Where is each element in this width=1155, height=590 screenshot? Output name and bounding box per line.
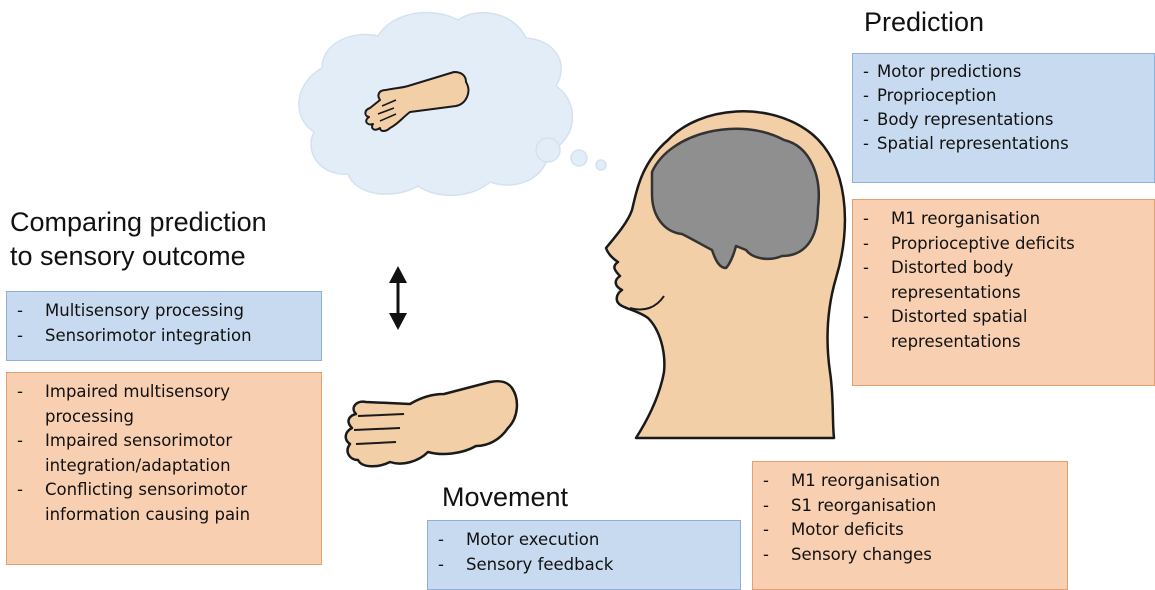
list-item: Impaired sensorimotor integration/adapta… bbox=[45, 429, 311, 478]
prediction-orange-box: M1 reorganisation Proprioceptive deficit… bbox=[852, 199, 1155, 386]
list-item: Proprioception bbox=[877, 84, 1144, 108]
comparing-blue-box: Multisensory processing Sensorimotor int… bbox=[6, 291, 322, 361]
movement-heading: Movement bbox=[442, 481, 568, 513]
list-item: Spatial representations bbox=[877, 132, 1144, 156]
list-item: Motor deficits bbox=[791, 518, 1057, 543]
list-item: Sensory changes bbox=[791, 543, 1057, 568]
comparing-orange-box: Impaired multisensory processing Impaire… bbox=[6, 372, 322, 565]
list-item: M1 reorganisation bbox=[791, 469, 1057, 494]
list-item: Sensory feedback bbox=[466, 553, 730, 578]
list-item: Impaired multisensory processing bbox=[45, 380, 311, 429]
double-arrow-icon bbox=[389, 266, 407, 330]
comparing-heading-line1: Comparing prediction bbox=[10, 206, 267, 238]
list-item: Body representations bbox=[877, 108, 1144, 132]
movement-blue-box: Motor execution Sensory feedback bbox=[427, 520, 741, 590]
list-item: Distorted spatial representations bbox=[891, 305, 1144, 354]
thought-bubble-medium bbox=[571, 150, 587, 166]
list-item: Motor execution bbox=[466, 528, 730, 553]
list-item: Multisensory processing bbox=[45, 299, 311, 324]
list-item: Sensorimotor integration bbox=[45, 324, 311, 349]
movement-orange-box: M1 reorganisation S1 reorganisation Moto… bbox=[752, 461, 1068, 590]
real-hand-icon bbox=[346, 381, 517, 466]
list-item: Motor predictions bbox=[877, 60, 1144, 84]
list-item: Distorted body representations bbox=[891, 256, 1144, 305]
thought-bubble-large bbox=[536, 138, 560, 162]
list-item: Conflicting sensorimotor information cau… bbox=[45, 478, 311, 527]
list-item: Proprioceptive deficits bbox=[891, 232, 1144, 257]
prediction-heading: Prediction bbox=[864, 6, 984, 38]
comparing-heading-line2: to sensory outcome bbox=[10, 240, 246, 272]
prediction-blue-box: Motor predictions Proprioception Body re… bbox=[852, 53, 1155, 183]
thought-bubble-small bbox=[596, 160, 606, 170]
list-item: S1 reorganisation bbox=[791, 494, 1057, 519]
list-item: M1 reorganisation bbox=[891, 207, 1144, 232]
